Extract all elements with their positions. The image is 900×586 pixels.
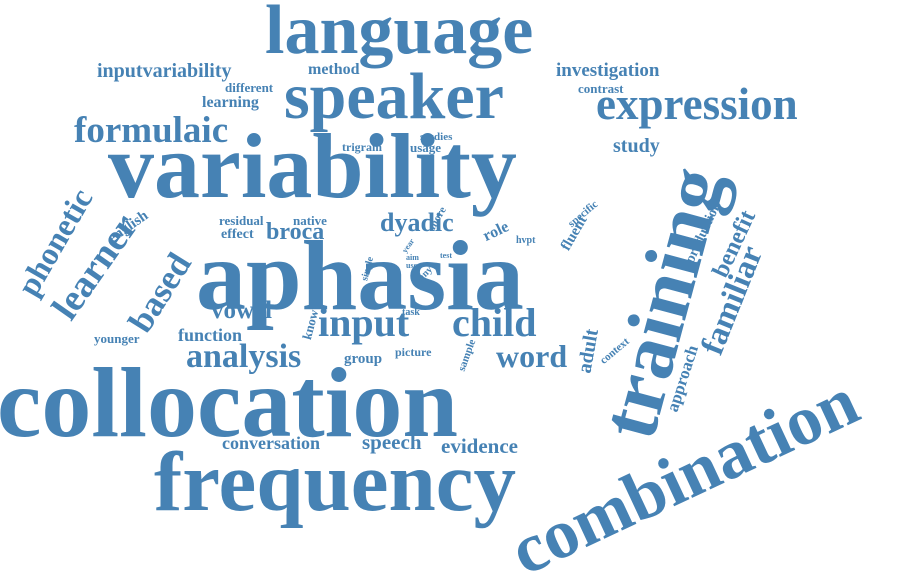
word-vowel: vowel <box>211 297 273 324</box>
word-task: task <box>402 307 420 318</box>
word-frequency: frequency <box>154 435 516 529</box>
word-language: language <box>265 0 534 69</box>
word-native: native <box>293 213 327 228</box>
word-studies: studies <box>420 131 453 143</box>
word-study: study <box>613 135 660 157</box>
word-learning: learning <box>202 94 259 111</box>
word-picture: picture <box>395 345 432 359</box>
word-speaker: speaker <box>284 60 504 133</box>
word-different: different <box>225 80 274 95</box>
word-use: use <box>406 261 418 270</box>
word-speech: speech <box>362 430 422 454</box>
word-conversation: conversation <box>222 433 320 453</box>
word-hvpt: hvpt <box>516 235 536 246</box>
word-usage: usage <box>410 140 442 155</box>
word-investigation: investigation <box>556 60 660 81</box>
word-word: word <box>496 338 568 374</box>
word-adult: adult <box>573 327 603 375</box>
word-formulaic: formulaic <box>74 110 229 151</box>
word-younger: younger <box>94 331 140 346</box>
word-method: method <box>308 61 360 78</box>
word-inputvariability: inputvariability <box>97 60 232 82</box>
word-residual: residual <box>219 213 264 228</box>
word-dyadic: dyadic <box>380 208 454 237</box>
word-expression: expression <box>596 79 798 129</box>
word-broca: broca <box>266 219 325 245</box>
word-group: group <box>344 351 383 367</box>
word-child: child <box>452 300 537 345</box>
word-evidence: evidence <box>441 434 518 458</box>
word-fluent: fluent <box>558 213 591 254</box>
word-function: function <box>178 325 243 345</box>
word-collocation: collocation <box>0 347 459 458</box>
word-aim: aim <box>406 253 419 262</box>
word-analysis: analysis <box>186 338 302 375</box>
word-test: test <box>440 251 452 260</box>
word-input: input <box>318 300 410 345</box>
word-trigram: trigram <box>342 140 382 154</box>
word-aphasia: aphasia <box>196 220 524 331</box>
word-contrast: contrast <box>578 81 624 96</box>
word-effect: effect <box>221 227 254 242</box>
word-variability: variability <box>108 115 517 217</box>
